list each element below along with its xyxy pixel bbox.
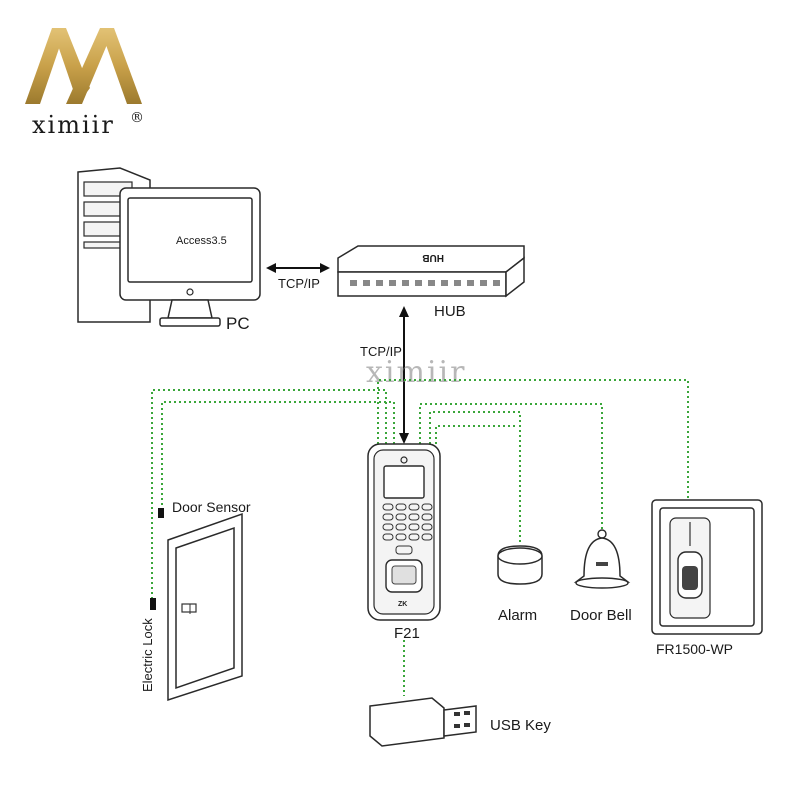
f21-badge: ZK [398, 601, 407, 608]
electric-lock-icon [150, 598, 156, 610]
pc-device: Access3.5 [77, 167, 261, 327]
f21-device: ZK [367, 443, 441, 621]
reader-label: FR1500-WP [656, 641, 733, 657]
electric-lock-label: Electric Lock [140, 618, 155, 692]
f21-keypad [382, 503, 433, 541]
door-device [150, 508, 243, 702]
fr1500-reader-device [651, 499, 763, 635]
alarm-label: Alarm [498, 607, 537, 624]
pc-screen-text: Access3.5 [176, 235, 227, 247]
hub-f21-link-label: TCP/IP [360, 344, 402, 359]
usb-key-device [369, 697, 477, 747]
pc-label: PC [226, 314, 250, 333]
hub-case-text: HUB [422, 252, 444, 263]
brand-name: ximiir [32, 111, 115, 139]
usb-key-label: USB Key [490, 717, 551, 734]
registered-mark: ® [130, 110, 144, 126]
f21-label: F21 [394, 625, 420, 642]
door-bell-device [573, 529, 631, 589]
reader-fingerprint-icon [677, 522, 703, 599]
hub-f21-link [399, 306, 409, 444]
alarm-device [497, 545, 543, 585]
door-bell-label: Door Bell [570, 607, 632, 624]
f21-fingerprint-sensor-icon [385, 559, 423, 593]
pc-hub-link [266, 263, 330, 273]
wiring [151, 379, 689, 696]
gold-m-logo-icon [25, 28, 142, 104]
watermark: ximiir [366, 355, 467, 390]
pc-hub-link-label: TCP/IP [278, 276, 320, 291]
hub-ports [350, 280, 500, 286]
door-sensor-label: Door Sensor [172, 499, 251, 515]
brand-logo: ximiir ® [25, 28, 144, 139]
hub-label: HUB [434, 303, 466, 320]
door-sensor-icon [158, 508, 164, 518]
hub-device: HUB [337, 245, 525, 298]
